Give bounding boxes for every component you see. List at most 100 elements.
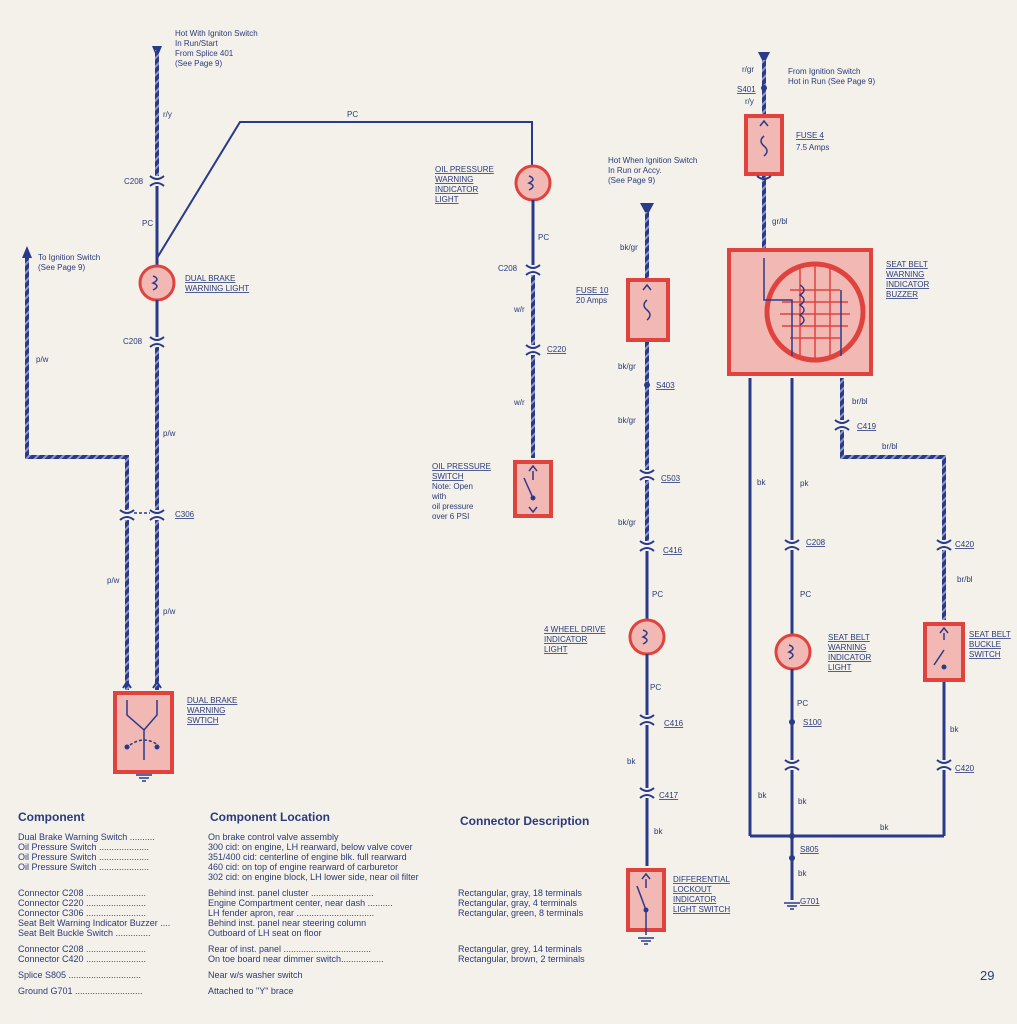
- wire-code: gr/bl: [772, 217, 788, 226]
- component-label: INDICATOR: [828, 653, 871, 662]
- note-line: In Run/Start: [175, 39, 218, 48]
- note-line: (See Page 9): [38, 263, 85, 272]
- component-label: SWITCH: [432, 472, 464, 481]
- component-label: DUAL BRAKE: [185, 274, 235, 283]
- component-label: WARNING: [435, 175, 473, 184]
- cell-location: Outboard of LH seat on floor: [208, 928, 322, 938]
- cell-location: On toe board near dimmer switch.........…: [208, 954, 384, 964]
- note-line: (See Page 9): [608, 176, 655, 185]
- connector-label: C208: [806, 538, 826, 547]
- table-row: Oil Pressure Switch ....................…: [18, 852, 608, 862]
- cell-connector: [458, 918, 608, 928]
- four-wd-light-icon: [628, 618, 666, 656]
- table-row: Splice S805 ............................…: [18, 970, 608, 980]
- wire-code: bk: [950, 725, 959, 734]
- connector-label: C306: [175, 510, 195, 519]
- wire-code: w/r: [513, 398, 525, 407]
- wire-code: p/w: [163, 607, 176, 616]
- component-label: INDICATOR: [886, 280, 929, 289]
- wire-code: r/y: [163, 110, 172, 119]
- wire-code: r/y: [745, 97, 754, 106]
- table-row: Seat Belt Warning Indicator Buzzer ....B…: [18, 918, 608, 928]
- seat-belt-circuit: [727, 52, 965, 910]
- component-label: LIGHT: [435, 195, 459, 204]
- wire-code: bk: [654, 827, 663, 836]
- connector-label: C220: [547, 345, 567, 354]
- note-line: Hot in Run (See Page 9): [788, 77, 875, 86]
- component-label: SWITCH: [969, 650, 1001, 659]
- cell-component: Connector C220 ........................: [18, 898, 147, 908]
- cell-connector: Rectangular, gray, 18 terminals: [458, 888, 582, 898]
- table-row: Ground G701 ...........................A…: [18, 986, 608, 996]
- diagram-labels: Hot With Igniton Switch In Run/Start Fro…: [36, 29, 1011, 914]
- connector-label: C416: [664, 719, 684, 728]
- cell-component: Connector C420 ........................: [18, 954, 147, 964]
- connector-label: G701: [800, 897, 820, 906]
- note-line: Hot With Igniton Switch: [175, 29, 258, 38]
- wire-code: PC: [347, 110, 358, 119]
- wire-code: bk: [798, 797, 807, 806]
- left-circuit: [22, 46, 533, 782]
- component-label: WARNING: [828, 643, 866, 652]
- component-label: OIL PRESSURE: [432, 462, 491, 471]
- cell-location: LH fender apron, rear ..................…: [208, 908, 375, 918]
- component-label: INDICATOR: [673, 895, 716, 904]
- cell-component: [18, 872, 208, 882]
- cell-connector: [458, 970, 608, 980]
- wire-code: PC: [652, 590, 663, 599]
- connector-label: C208: [498, 264, 518, 273]
- cell-connector: Rectangular, grey, 14 terminals: [458, 944, 582, 954]
- wire-code: r/gr: [742, 65, 754, 74]
- table-row: 302 cid: on engine block, LH lower side,…: [18, 872, 608, 882]
- table-row: Connector C306 ........................L…: [18, 908, 608, 918]
- component-note: over 6 PSI: [432, 512, 469, 521]
- component-label: OIL PRESSURE: [435, 165, 494, 174]
- wire-code: bk/gr: [618, 362, 636, 371]
- cell-connector: Rectangular, gray, 4 terminals: [458, 898, 577, 908]
- table-row: Connector C208 ........................R…: [18, 944, 608, 954]
- component-note: with: [431, 492, 446, 501]
- component-label: 7.5 Amps: [796, 143, 829, 152]
- note-line: In Run or Accy.: [608, 166, 662, 175]
- connector-label: C420: [955, 540, 975, 549]
- table-row: Seat Belt Buckle Switch .............. Ou…: [18, 928, 608, 938]
- wire-code: bk: [798, 869, 807, 878]
- cell-location: Attached to "Y" brace: [208, 986, 294, 996]
- component-note: oil pressure: [432, 502, 474, 511]
- four-wheel-drive-circuit: [626, 203, 670, 945]
- component-label: SEAT BELT: [969, 630, 1011, 639]
- cell-location: 460 cid: on top of engine rearward of ca…: [208, 862, 399, 872]
- oil-pressure-switch-icon: [513, 460, 553, 518]
- connector-label: S100: [803, 718, 822, 727]
- table-row: Dual Brake Warning Switch ..........On b…: [18, 832, 608, 842]
- component-label: INDICATOR: [435, 185, 478, 194]
- table-row: Connector C220 ........................E…: [18, 898, 608, 908]
- component-label: LOCKOUT: [673, 885, 712, 894]
- note-line: To Ignition Switch: [38, 253, 100, 262]
- connector-label: C420: [955, 764, 975, 773]
- component-table: Component Component Location Connector D…: [18, 810, 608, 996]
- buckle-switch-icon: [923, 622, 965, 682]
- component-label: SEAT BELT: [886, 260, 928, 269]
- cell-component: Seat Belt Buckle Switch ..............: [18, 928, 151, 938]
- fuse4-icon: [744, 114, 784, 176]
- cell-connector: [458, 986, 608, 996]
- connector-label: C417: [659, 791, 679, 800]
- table-body: Dual Brake Warning Switch ..........On b…: [18, 832, 608, 996]
- wire-code: bk: [880, 823, 889, 832]
- component-label: DUAL BRAKE: [187, 696, 237, 705]
- component-label: LIGHT: [544, 645, 568, 654]
- note-line: Hot When Ignition Switch: [608, 156, 697, 165]
- component-label: 4 WHEEL DRIVE: [544, 625, 606, 634]
- component-label: WARNING LIGHT: [185, 284, 249, 293]
- note-line: From Ignition Switch: [788, 67, 860, 76]
- page-number: 29: [980, 968, 995, 983]
- wire-code: pk: [800, 479, 809, 488]
- component-label: WARNING: [886, 270, 924, 279]
- component-label: FUSE 10: [576, 286, 609, 295]
- connector-label: C419: [857, 422, 877, 431]
- table-row: Oil Pressure Switch ....................…: [18, 862, 608, 872]
- table-row: Connector C420 ........................ O…: [18, 954, 608, 964]
- cell-connector: [458, 852, 608, 862]
- wire-code: br/bl: [882, 442, 898, 451]
